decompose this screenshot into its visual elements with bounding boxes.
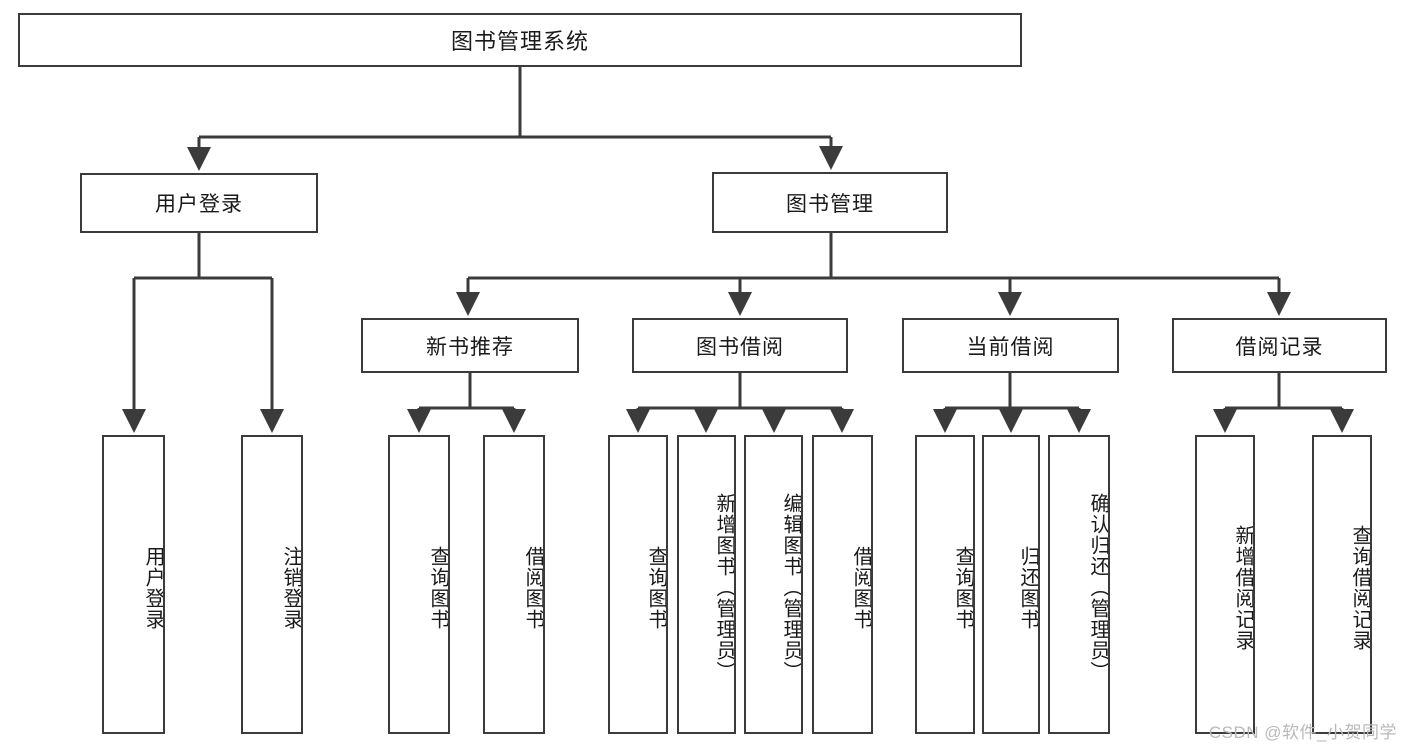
leaf-user-login[interactable]: 用户登录 (102, 435, 165, 734)
leaf-confirm-return[interactable]: 确认归还（管理员） (1048, 435, 1110, 734)
leaf-query-book-1-label: 查询图书 (427, 545, 449, 630)
node-current-borrow-label: 当前借阅 (966, 335, 1055, 359)
leaf-query-book-3-label: 查询图书 (952, 545, 974, 630)
node-current-borrow[interactable]: 当前借阅 (902, 318, 1119, 373)
leaf-logout-label: 注销登录 (280, 545, 302, 630)
leaf-query-record[interactable]: 查询借阅记录 (1312, 435, 1372, 734)
leaf-add-book-label: 新增图书（管理员） (713, 493, 735, 682)
node-borrow-record-label: 借阅记录 (1235, 335, 1324, 359)
leaf-return-book[interactable]: 归还图书 (982, 435, 1040, 734)
node-user-login[interactable]: 用户登录 (80, 173, 318, 233)
node-book-manage-label: 图书管理 (786, 192, 874, 216)
leaf-query-book-1[interactable]: 查询图书 (388, 435, 450, 734)
leaf-logout[interactable]: 注销登录 (241, 435, 303, 734)
leaf-confirm-return-label: 确认归还（管理员） (1087, 493, 1109, 682)
leaf-return-book-label: 归还图书 (1017, 545, 1039, 630)
leaf-edit-book-label: 编辑图书（管理员） (780, 493, 802, 682)
node-book-borrow[interactable]: 图书借阅 (632, 318, 848, 373)
leaf-borrow-book-1-label: 借阅图书 (522, 545, 544, 630)
node-borrow-record[interactable]: 借阅记录 (1172, 318, 1387, 373)
watermark-text: CSDN @软件_小贺同学 (1208, 723, 1397, 742)
node-new-book-rec[interactable]: 新书推荐 (361, 318, 579, 373)
node-user-login-label: 用户登录 (155, 193, 243, 216)
leaf-query-book-2-label: 查询图书 (645, 545, 667, 630)
node-root[interactable]: 图书管理系统 (18, 13, 1022, 67)
leaf-borrow-book-2[interactable]: 借阅图书 (812, 435, 873, 734)
leaf-edit-book[interactable]: 编辑图书（管理员） (744, 435, 803, 734)
leaf-add-book[interactable]: 新增图书（管理员） (677, 435, 736, 734)
node-book-manage[interactable]: 图书管理 (712, 172, 948, 233)
node-root-label: 图书管理系统 (450, 29, 589, 54)
leaf-user-login-label: 用户登录 (142, 545, 164, 630)
leaf-query-book-2[interactable]: 查询图书 (608, 435, 668, 734)
leaf-borrow-book-1[interactable]: 借阅图书 (483, 435, 545, 734)
leaf-query-book-3[interactable]: 查询图书 (915, 435, 975, 734)
node-new-book-rec-label: 新书推荐 (426, 335, 514, 359)
leaf-query-record-label: 查询借阅记录 (1349, 524, 1371, 651)
node-book-borrow-label: 图书借阅 (696, 335, 784, 359)
leaf-borrow-book-2-label: 借阅图书 (850, 545, 872, 630)
leaf-add-record-label: 新增借阅记录 (1232, 524, 1254, 651)
leaf-add-record[interactable]: 新增借阅记录 (1195, 435, 1255, 734)
